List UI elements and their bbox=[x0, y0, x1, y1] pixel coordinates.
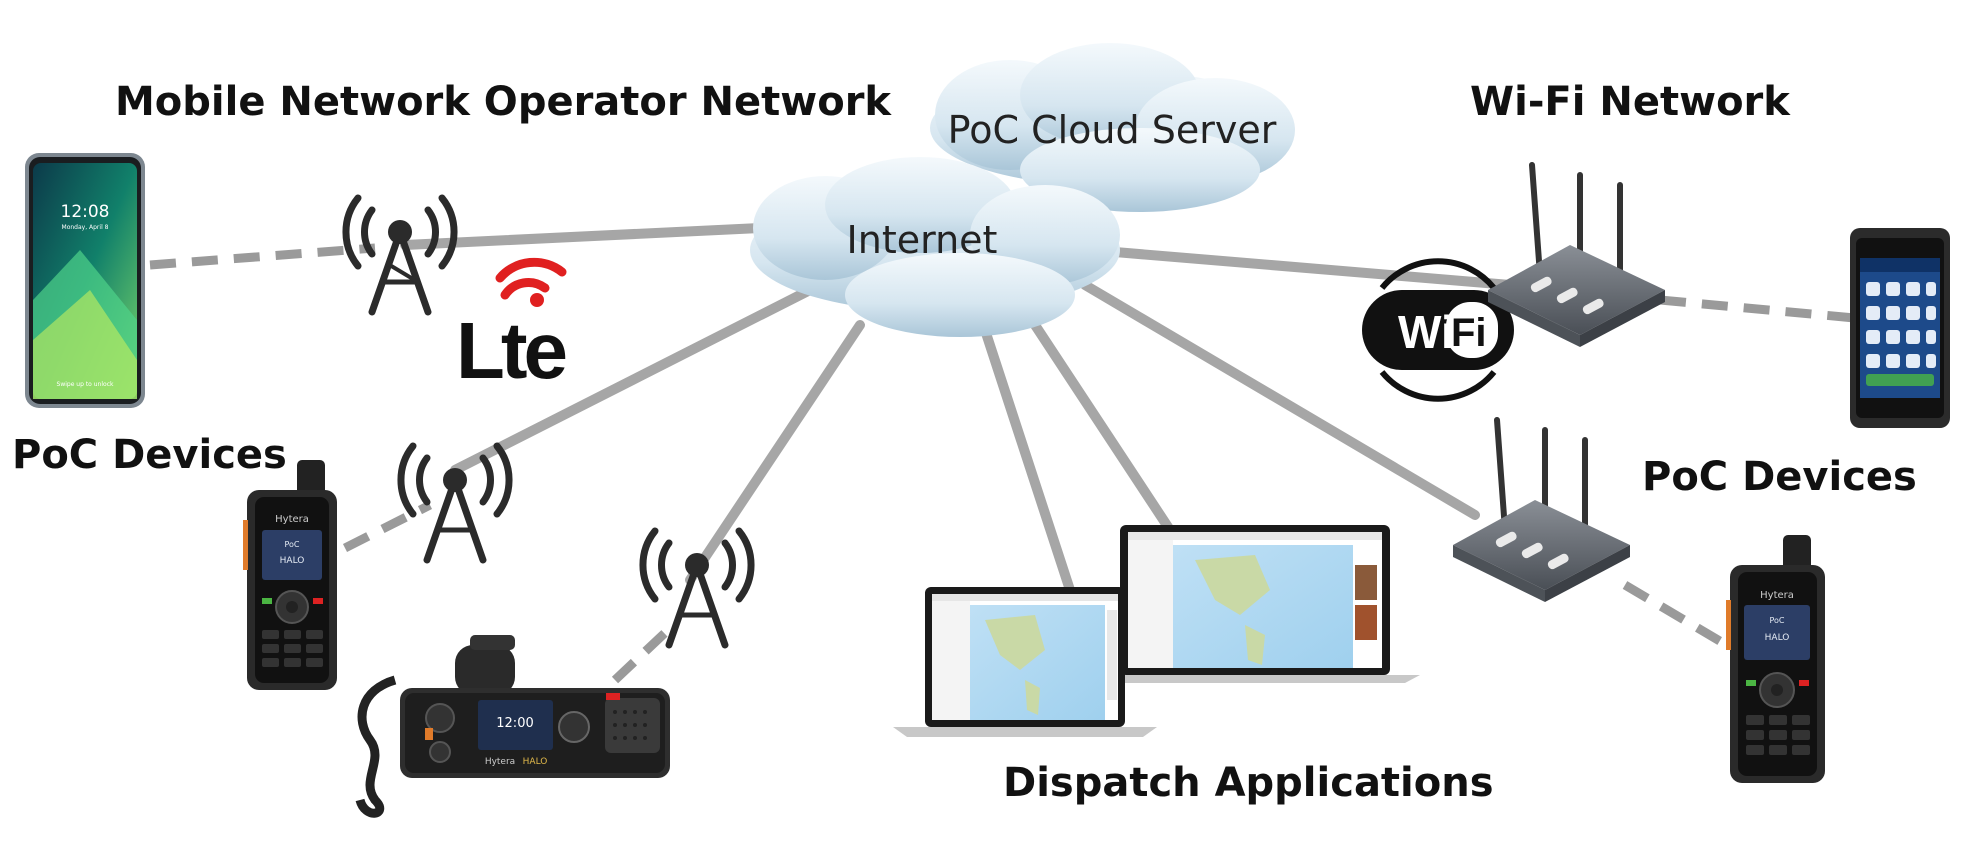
cell-tower-icon bbox=[397, 442, 513, 564]
cell-tower-icon bbox=[639, 527, 755, 649]
handheld-radio-screen-text: PoC bbox=[1769, 616, 1784, 625]
lte-logo-text: Lte bbox=[456, 306, 566, 395]
wifi-logo: Wi Fi bbox=[1362, 258, 1514, 402]
link-internet-tower2 bbox=[450, 285, 815, 475]
mobile-radio-device: 12:00 Hytera HALO bbox=[355, 635, 670, 818]
wireless-phone-tower1 bbox=[149, 243, 376, 270]
wifi-router-icon bbox=[1488, 162, 1665, 347]
handheld-radio-device: Hytera PoC HALO bbox=[1726, 535, 1825, 783]
poc-devices-left-label: PoC Devices bbox=[12, 432, 287, 478]
poc-cloud-server-cloud bbox=[930, 43, 1295, 212]
rugged-handheld-device bbox=[1850, 228, 1950, 428]
mobile-radio-brand: Hytera bbox=[485, 757, 515, 767]
smartphone-device: 12:08 Monday, April 8 Swipe up to unlock bbox=[25, 153, 145, 408]
link-internet-laptop2 bbox=[1030, 320, 1175, 535]
handheld-radio-brand: Hytera bbox=[1760, 590, 1794, 601]
wireless-links bbox=[149, 243, 1856, 684]
handheld-radio-halo: HALO bbox=[280, 556, 305, 566]
handheld-radio-halo: HALO bbox=[1765, 633, 1790, 643]
link-internet-tower3 bbox=[685, 320, 865, 585]
internet-label: Internet bbox=[847, 218, 998, 262]
dispatch-laptop-front bbox=[893, 587, 1157, 737]
lte-logo: Lte bbox=[456, 257, 570, 395]
link-internet-router2 bbox=[1080, 280, 1480, 520]
wireless-router1-phone bbox=[1659, 295, 1856, 323]
handheld-radio-brand: Hytera bbox=[275, 514, 309, 525]
wifi-network-label: Wi-Fi Network bbox=[1470, 79, 1791, 125]
link-internet-router1 bbox=[1110, 247, 1515, 290]
wifi-router-icon bbox=[1453, 417, 1630, 602]
wireless-radio-tower2 bbox=[342, 500, 433, 553]
mobile-radio-clock: 12:00 bbox=[496, 716, 533, 731]
wireless-mobile-radio-tower3 bbox=[611, 626, 672, 684]
wireless-router2-radio bbox=[1622, 581, 1738, 654]
handheld-radio-device: Hytera PoC HALO bbox=[243, 460, 337, 690]
poc-cloud-server-label: PoC Cloud Server bbox=[948, 108, 1277, 152]
internet-links bbox=[400, 223, 1515, 595]
dispatch-laptop-back bbox=[1090, 525, 1420, 683]
link-internet-laptop1 bbox=[980, 325, 1075, 595]
wifi-logo-fi: Fi bbox=[1451, 311, 1487, 355]
internet-cloud bbox=[750, 157, 1120, 337]
phone-unlock-hint: Swipe up to unlock bbox=[57, 381, 114, 388]
poc-devices-right-label: PoC Devices bbox=[1642, 454, 1917, 500]
cell-tower-icon bbox=[342, 194, 458, 316]
dispatch-applications-label: Dispatch Applications bbox=[1003, 760, 1494, 806]
phone-clock: 12:08 bbox=[61, 202, 110, 222]
handheld-radio-screen-text: PoC bbox=[284, 540, 299, 549]
mno-network-label: Mobile Network Operator Network bbox=[115, 79, 892, 125]
phone-date: Monday, April 8 bbox=[62, 224, 109, 231]
mobile-radio-halo: HALO bbox=[523, 757, 548, 767]
link-internet-tower1 bbox=[400, 223, 765, 250]
wifi-logo-wi: Wi bbox=[1398, 306, 1454, 358]
